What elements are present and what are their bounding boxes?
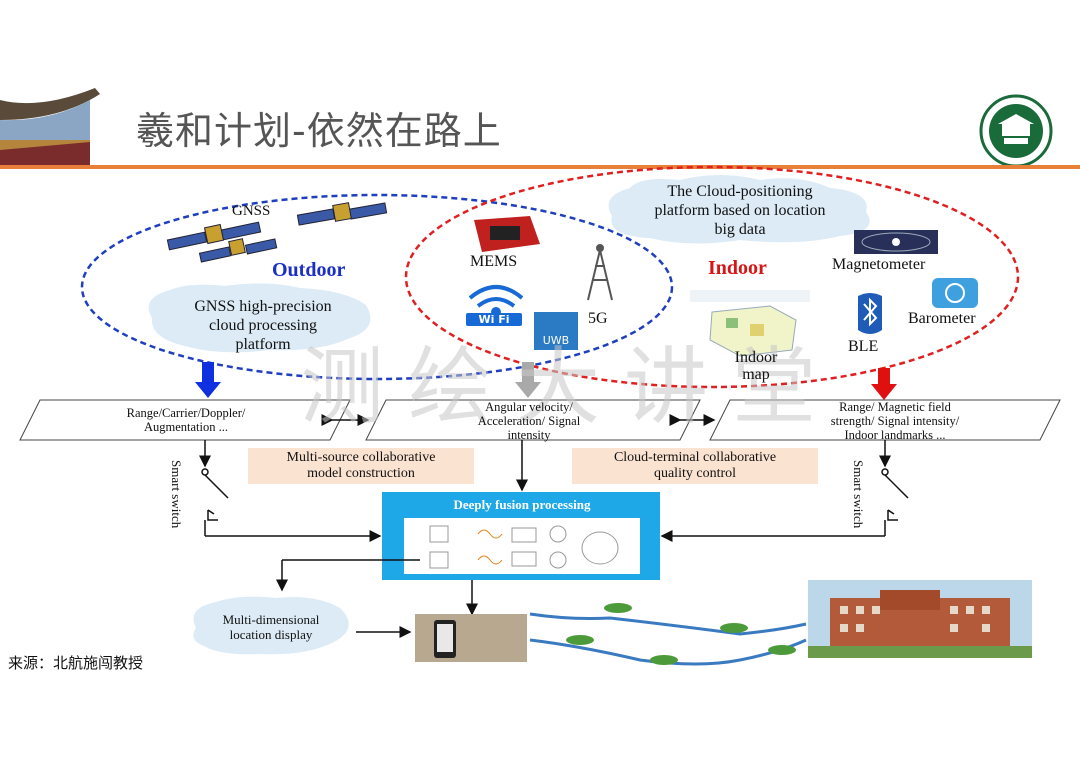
collab-right-label: Cloud-terminal collaborative quality con… <box>572 448 818 484</box>
tower-5g-icon <box>587 244 613 301</box>
wifi-label: Wi Fi <box>478 313 510 326</box>
obs-middle-text: Angular velocity/ Acceleration/ Signal i… <box>477 400 581 442</box>
display-label: Multi-dimensional location display <box>222 612 320 642</box>
magnetometer-icon <box>854 230 938 254</box>
uwb-label: UWB <box>542 334 570 347</box>
wifi-badge <box>466 313 522 326</box>
wifi-icon <box>468 285 524 317</box>
satellite-icon-2 <box>296 202 388 226</box>
5g-label: 5G <box>588 310 608 327</box>
source-caption: 来源：北航施闯教授 <box>8 654 144 672</box>
page-title: 羲和计划-依然在路上 <box>136 109 502 153</box>
indoor-map-label: Indoor map <box>734 349 778 383</box>
outdoor-ellipse <box>80 193 674 381</box>
switch-right-label: Smart switch <box>851 460 866 529</box>
indoor-ellipse <box>404 165 1020 389</box>
satellite-icon-1 <box>166 221 262 251</box>
barometer-label: Barometer <box>908 310 976 327</box>
middle-down-arrow <box>515 362 541 398</box>
header-rule <box>0 165 1080 169</box>
building-photo <box>808 580 1032 658</box>
indoor-map-icon <box>690 290 810 357</box>
cloud-display <box>193 596 349 655</box>
mems-label: MEMS <box>470 253 518 270</box>
switch-left <box>201 468 382 542</box>
gnss-label: GNSS <box>232 203 271 219</box>
switch-right <box>660 468 909 542</box>
mems-device-icon <box>474 216 540 252</box>
satellite-icon-3 <box>198 238 278 263</box>
bluetooth-icon <box>858 293 882 334</box>
outdoor-down-arrow <box>195 362 221 398</box>
obs-box-right <box>709 399 1061 441</box>
indoor-label: Indoor <box>708 257 767 279</box>
pavilion-roof-icon <box>0 88 100 166</box>
watermark: 测绘大讲堂 <box>300 338 841 436</box>
cloud-platform-indoor <box>608 175 870 244</box>
tree-icons <box>566 603 796 665</box>
obs-right-text: Range/ Magnetic field strength/ Signal i… <box>830 400 960 442</box>
gnss-platform-label: GNSS high-precision cloud processing pla… <box>194 298 332 353</box>
magnetometer-label: Magnetometer <box>832 256 926 273</box>
cloud-platform-label: The Cloud-positioning platform based on … <box>654 183 826 238</box>
fusion-inner-diagram <box>429 525 619 569</box>
collab-left-label: Multi-source collaborative model constru… <box>248 448 474 484</box>
obs-box-middle <box>365 399 701 441</box>
ble-label: BLE <box>848 338 879 355</box>
obs-left-text: Range/Carrier/Doppler/ Augmentation ... <box>126 406 246 434</box>
obs-box-left <box>19 399 351 441</box>
switch-left-label: Smart switch <box>169 460 184 529</box>
indoor-down-arrow <box>871 368 897 400</box>
barometer-icon <box>932 278 978 308</box>
outdoor-label: Outdoor <box>272 259 346 281</box>
phone-photo <box>415 614 527 662</box>
cloud-platform-outdoor <box>148 283 371 353</box>
fusion-title: Deeply fusion processing <box>453 497 591 512</box>
uwb-icon <box>534 312 578 350</box>
